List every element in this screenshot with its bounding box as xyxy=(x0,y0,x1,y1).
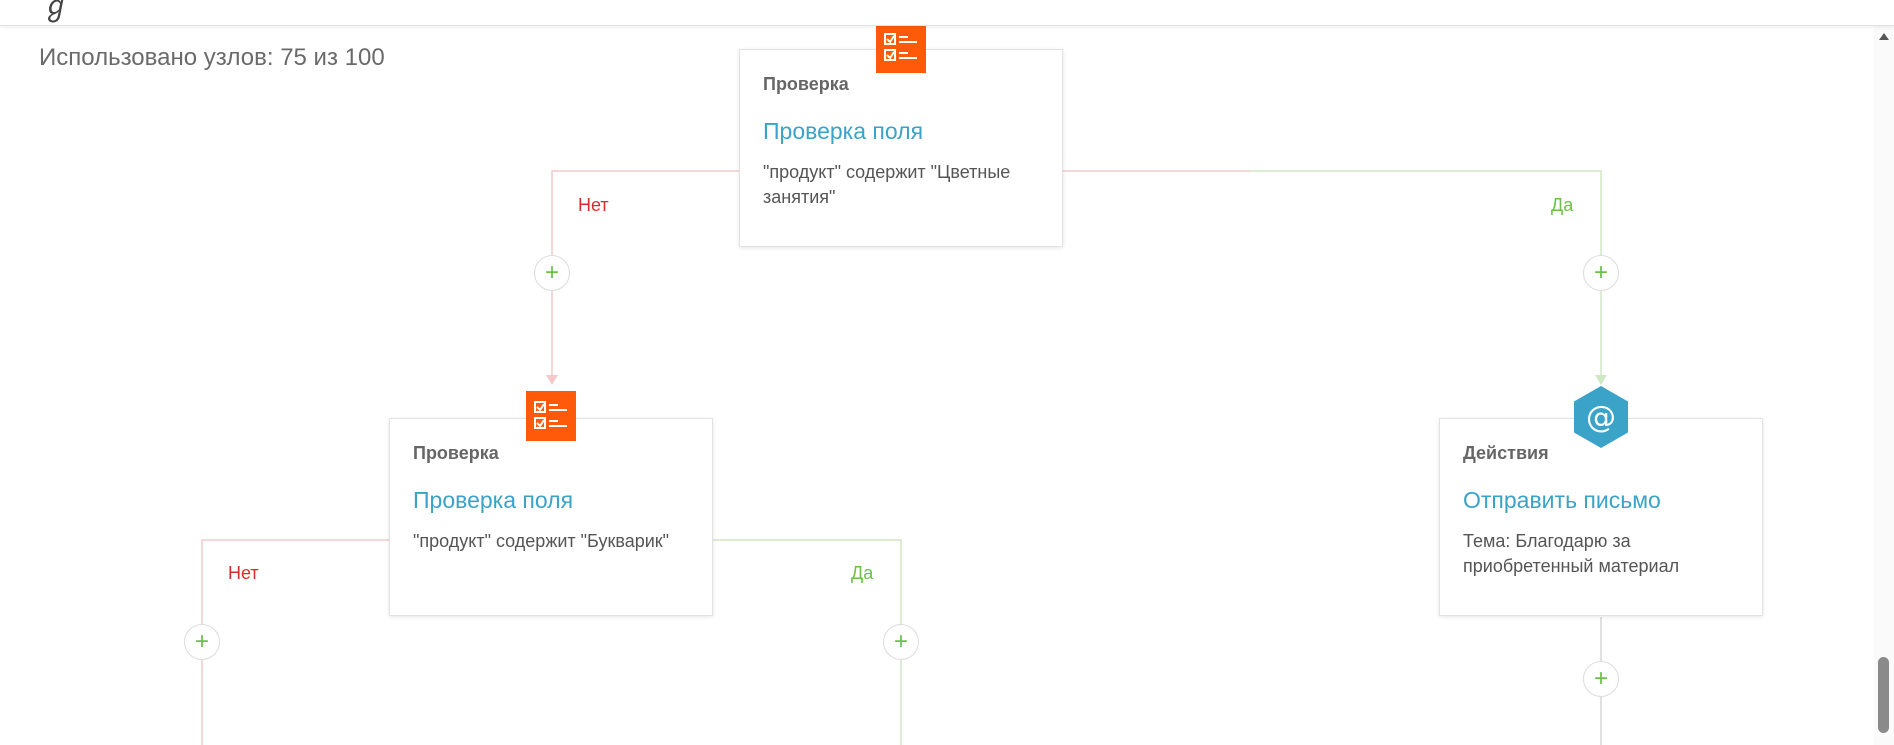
node-title-link[interactable]: Отправить письмо xyxy=(1463,487,1661,513)
branch-label-no: Нет xyxy=(228,563,259,583)
add-step-button[interactable]: + xyxy=(184,624,220,660)
node-title-link[interactable]: Проверка поля xyxy=(413,487,574,513)
node-usage-counter: Использовано узлов: 75 из 100 xyxy=(39,44,385,71)
checklist-icon xyxy=(526,391,576,441)
node-description: Тема: Благодарю за приобретенный материа… xyxy=(1463,531,1680,576)
add-step-button[interactable]: + xyxy=(1583,661,1619,697)
node-type-label: Проверка xyxy=(413,443,499,463)
flow-node-check-top[interactable]: Проверка Проверка поля "продукт" содержи… xyxy=(739,49,1063,247)
add-step-button[interactable]: + xyxy=(534,255,570,291)
vertical-scrollbar[interactable] xyxy=(1874,25,1894,745)
checklist-icon xyxy=(876,23,926,73)
top-navigation-bar: ℊ xyxy=(0,0,1894,26)
email-at-glyph: @ xyxy=(1586,400,1616,435)
scroll-up-arrow-icon[interactable] xyxy=(1879,33,1889,40)
email-at-icon: @ xyxy=(1574,386,1628,448)
node-title-link[interactable]: Проверка поля xyxy=(763,118,924,144)
flow-node-check-left[interactable]: Проверка Проверка поля "продукт" содержи… xyxy=(389,418,713,616)
node-description: "продукт" содержит "Букварик" xyxy=(413,531,670,551)
branch-label-no: Нет xyxy=(578,195,609,215)
add-step-button[interactable]: + xyxy=(883,624,919,660)
node-description: "продукт" содержит "Цветные занятия" xyxy=(763,162,1011,207)
branch-label-yes: Да xyxy=(1551,195,1574,215)
node-type-label: Проверка xyxy=(763,74,849,94)
app-logo[interactable]: ℊ xyxy=(42,0,71,22)
flow-node-action-right[interactable]: Действия Отправить письмо Тема: Благодар… xyxy=(1439,418,1763,616)
add-step-button[interactable]: + xyxy=(1583,255,1619,291)
scrollbar-thumb[interactable] xyxy=(1878,657,1889,733)
branch-label-yes: Да xyxy=(851,563,874,583)
node-type-label: Действия xyxy=(1463,443,1549,463)
